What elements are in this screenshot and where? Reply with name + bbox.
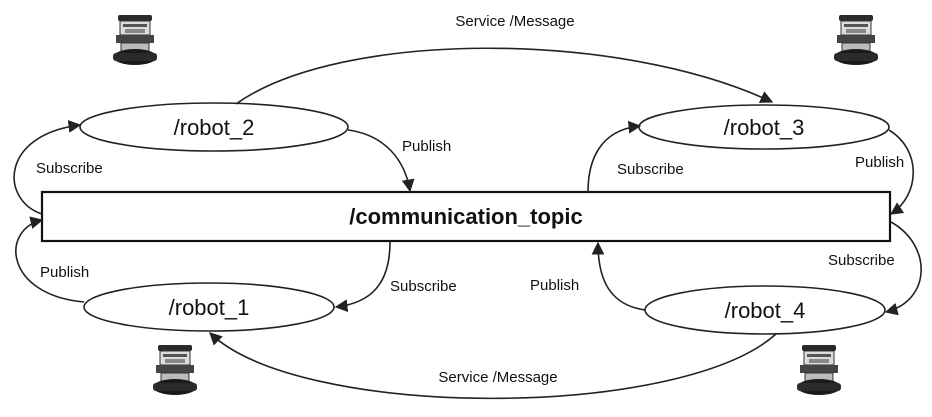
service-message-bottom-label: Service /Message	[438, 369, 557, 386]
robot-1-publish-arrow	[15, 216, 85, 303]
robot-1-subscribe-label: Subscribe	[390, 278, 457, 295]
service-message-top-label: Service /Message	[455, 13, 574, 30]
robot-1-image	[152, 344, 198, 396]
robot-2-publish-label: Publish	[402, 138, 451, 155]
service-message-bottom-arrow	[209, 332, 777, 400]
robot-2-label: /robot_2	[174, 115, 255, 140]
communication-topic-box	[40, 190, 892, 243]
robot-1-node: /robot_1	[83, 282, 335, 332]
robot-1-publish-label: Publish	[40, 264, 89, 281]
robot-3-subscribe-arrow	[587, 120, 642, 193]
robot-3-publish-label: Publish	[855, 154, 904, 171]
robot-4-subscribe-label: Subscribe	[828, 252, 895, 269]
robot-3-image	[833, 14, 879, 66]
robot-4-node: /robot_4	[644, 285, 886, 335]
service-message-top-arrow	[235, 47, 774, 105]
robot-3-subscribe-label: Subscribe	[617, 161, 684, 178]
robot-2-subscribe-label: Subscribe	[36, 160, 103, 177]
robot-4-publish-label: Publish	[530, 277, 579, 294]
robot-3-publish-arrow	[888, 129, 914, 215]
robot-3-node: /robot_3	[638, 104, 890, 150]
robot-4-image	[796, 344, 842, 396]
robot-2-publish-arrow	[347, 129, 415, 193]
robot-1-label: /robot_1	[169, 295, 250, 320]
robot-2-image	[112, 14, 158, 66]
robot-1-subscribe-arrow	[334, 241, 391, 313]
robot-4-subscribe-arrow	[884, 221, 922, 316]
robot-2-subscribe-arrow	[13, 120, 82, 215]
robot-3-label: /robot_3	[724, 115, 805, 140]
robot-4-publish-arrow	[591, 241, 646, 311]
robot-2-node: /robot_2	[79, 102, 349, 152]
robot-4-label: /robot_4	[725, 298, 806, 323]
communication-topic-label: /communication_topic	[349, 204, 582, 229]
